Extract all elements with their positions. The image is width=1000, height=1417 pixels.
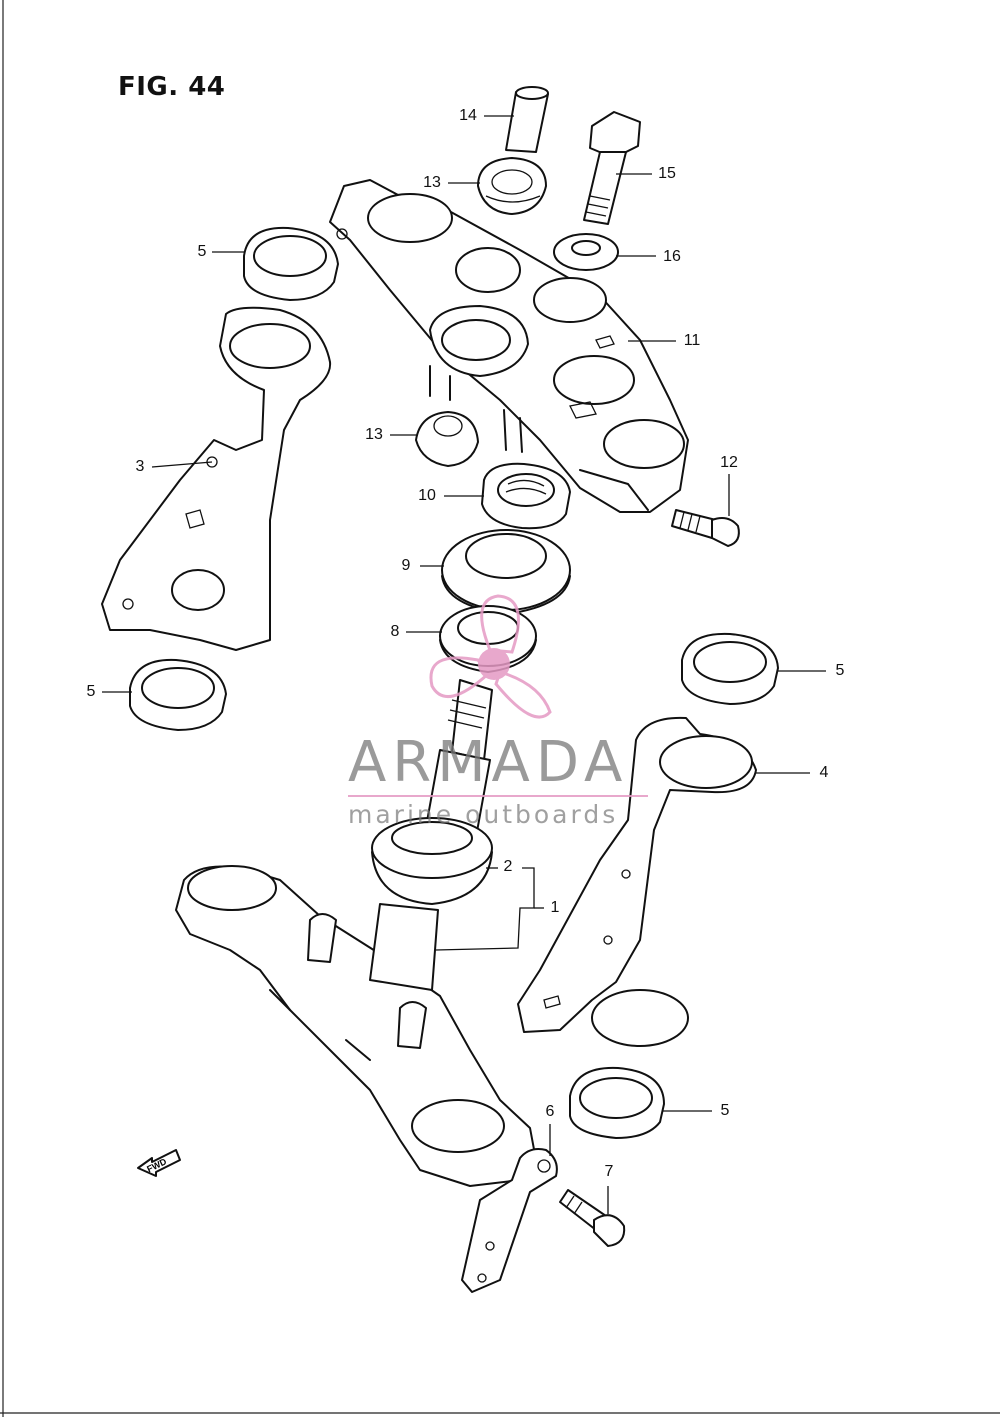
part-14-spacer-tube [505, 86, 549, 153]
callout-6: 6 [545, 1103, 555, 1120]
part-7-bolt [559, 1189, 626, 1247]
callout-2: 2 [503, 858, 513, 875]
callout-5-right: 5 [835, 662, 845, 679]
callout-1: 1 [550, 899, 560, 916]
watermark-tagline: marine outboards [348, 800, 619, 829]
fwd-arrow [137, 1149, 181, 1177]
part-6-guide-bracket [461, 1148, 558, 1293]
callout-13-upper: 13 [423, 174, 441, 191]
part-3-bracket-left [101, 306, 332, 651]
callout-11: 11 [683, 332, 701, 349]
callout-5-left: 5 [86, 683, 96, 700]
watermark-propeller-logo [348, 594, 648, 797]
callout-12: 12 [720, 454, 738, 471]
part-4-bracket-right [517, 716, 757, 1047]
part-5-grommet-a [243, 226, 339, 301]
watermark-brand: ARMADA [348, 730, 629, 795]
callout-15: 15 [658, 165, 676, 182]
part-11-upper-bracket [329, 179, 689, 513]
callout-14: 14 [459, 107, 477, 124]
callout-16: 16 [663, 248, 681, 265]
part-10-steering-nut [481, 462, 571, 530]
callout-13-lower: 13 [365, 426, 383, 443]
callout-9: 9 [401, 557, 411, 574]
callout-3: 3 [135, 458, 145, 475]
callout-5-upper-left: 5 [197, 243, 207, 260]
part-13-cap-lower [415, 411, 479, 467]
leader-lines [102, 115, 826, 1214]
part-5-grommet-b [129, 658, 227, 731]
figure-title: FIG. 44 [118, 72, 226, 102]
part-12-bolt [671, 509, 740, 547]
part-16-washer [553, 233, 619, 271]
part-9-dust-seal [441, 529, 571, 615]
callout-10: 10 [418, 487, 436, 504]
callout-5-lower-right: 5 [720, 1102, 730, 1119]
callout-4: 4 [819, 764, 829, 781]
callout-8: 8 [390, 623, 400, 640]
part-5-grommet-d [569, 1066, 665, 1139]
part-5-grommet-c [681, 632, 779, 705]
part-2-lower-bearing [371, 817, 493, 905]
callout-7: 7 [604, 1163, 614, 1180]
part-13-cap-upper [477, 157, 547, 215]
part-15-bolt [583, 111, 641, 225]
